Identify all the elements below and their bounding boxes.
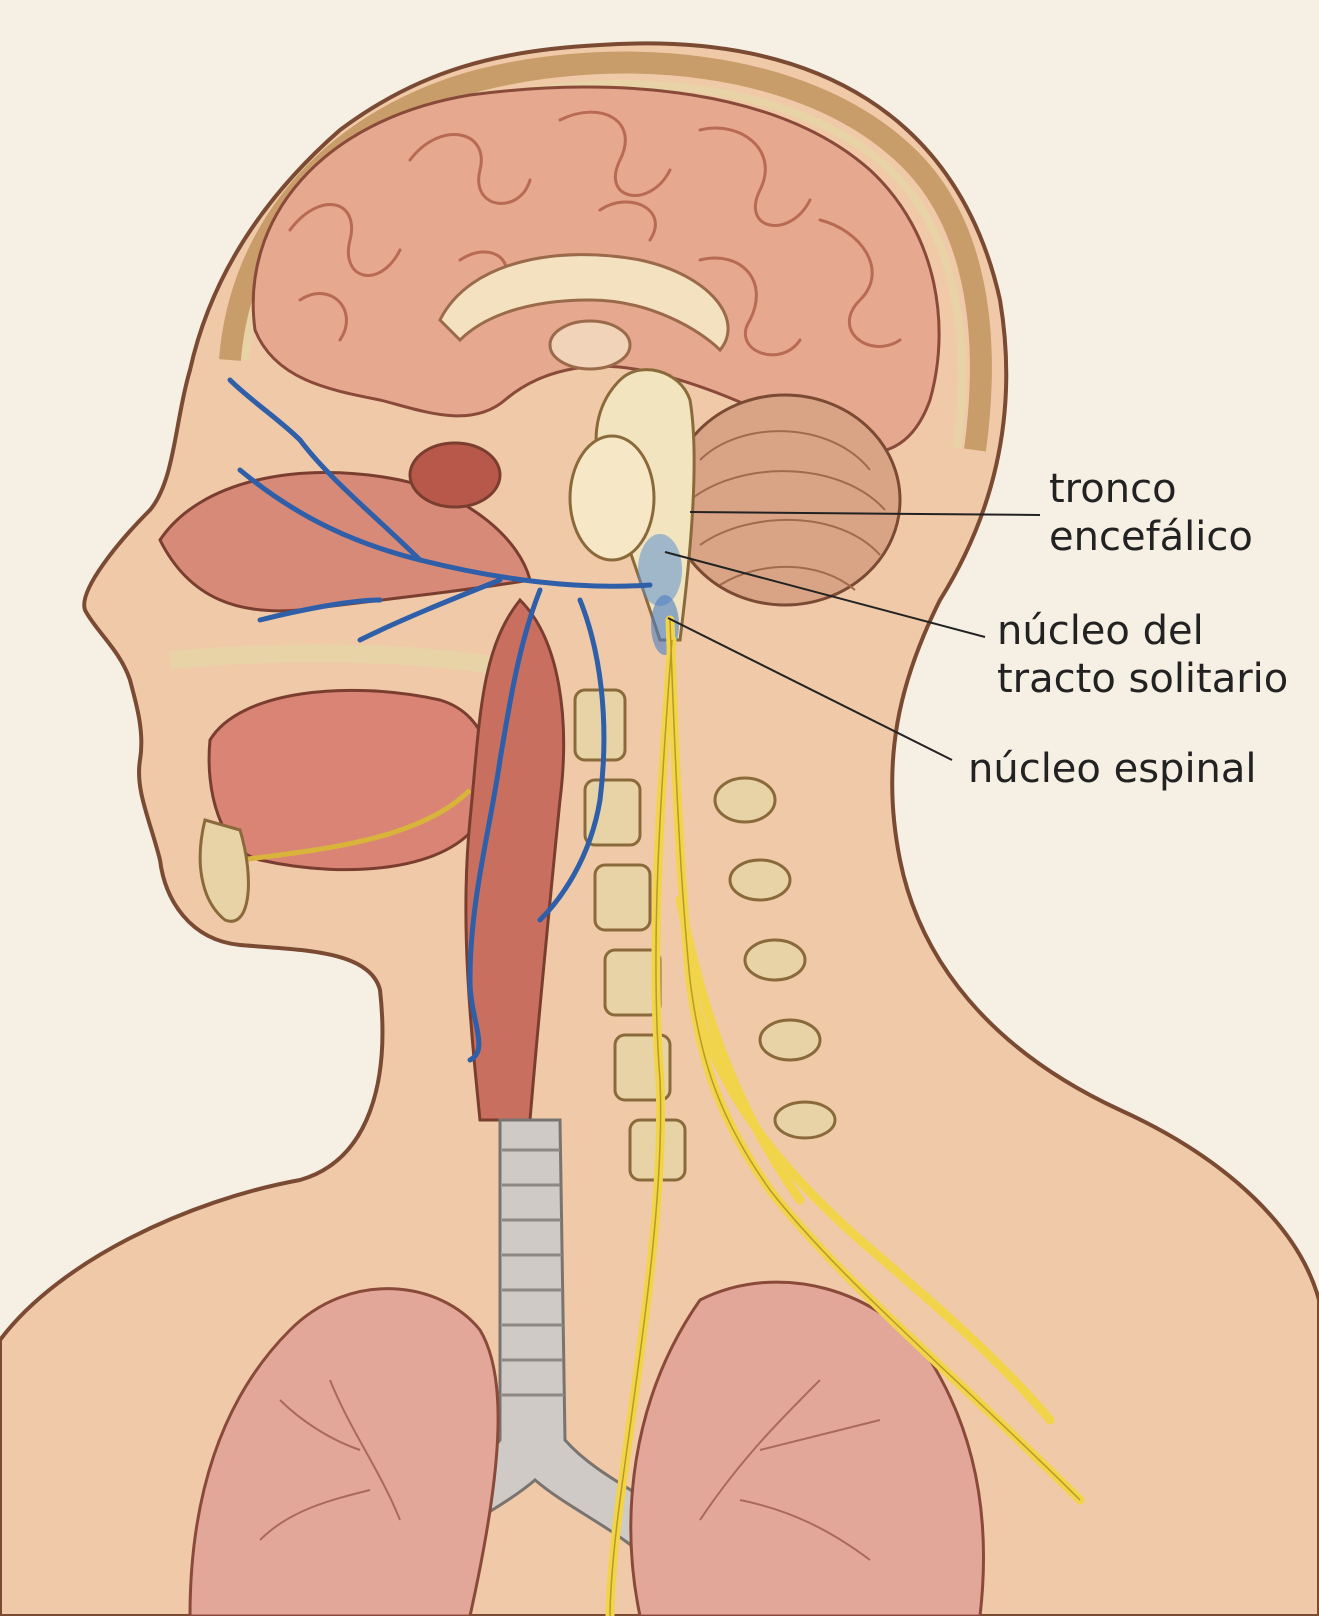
cerebellum <box>670 395 900 605</box>
label-line: núcleo espinal <box>968 745 1257 793</box>
label-line: núcleo del <box>997 607 1288 655</box>
label-nucleo-tracto-solitario: núcleo del tracto solitario <box>997 607 1288 703</box>
sinus <box>410 443 500 507</box>
label-line: encefálico <box>1049 513 1253 561</box>
thalamus <box>550 321 630 369</box>
label-line: tronco <box>1049 465 1253 513</box>
pons <box>570 436 654 560</box>
label-nucleo-espinal: núcleo espinal <box>968 745 1257 793</box>
label-line: tracto solitario <box>997 655 1288 703</box>
label-tronco-encefalico: tronco encefálico <box>1049 465 1253 561</box>
nucleus-tract-solitary-region <box>638 534 682 606</box>
